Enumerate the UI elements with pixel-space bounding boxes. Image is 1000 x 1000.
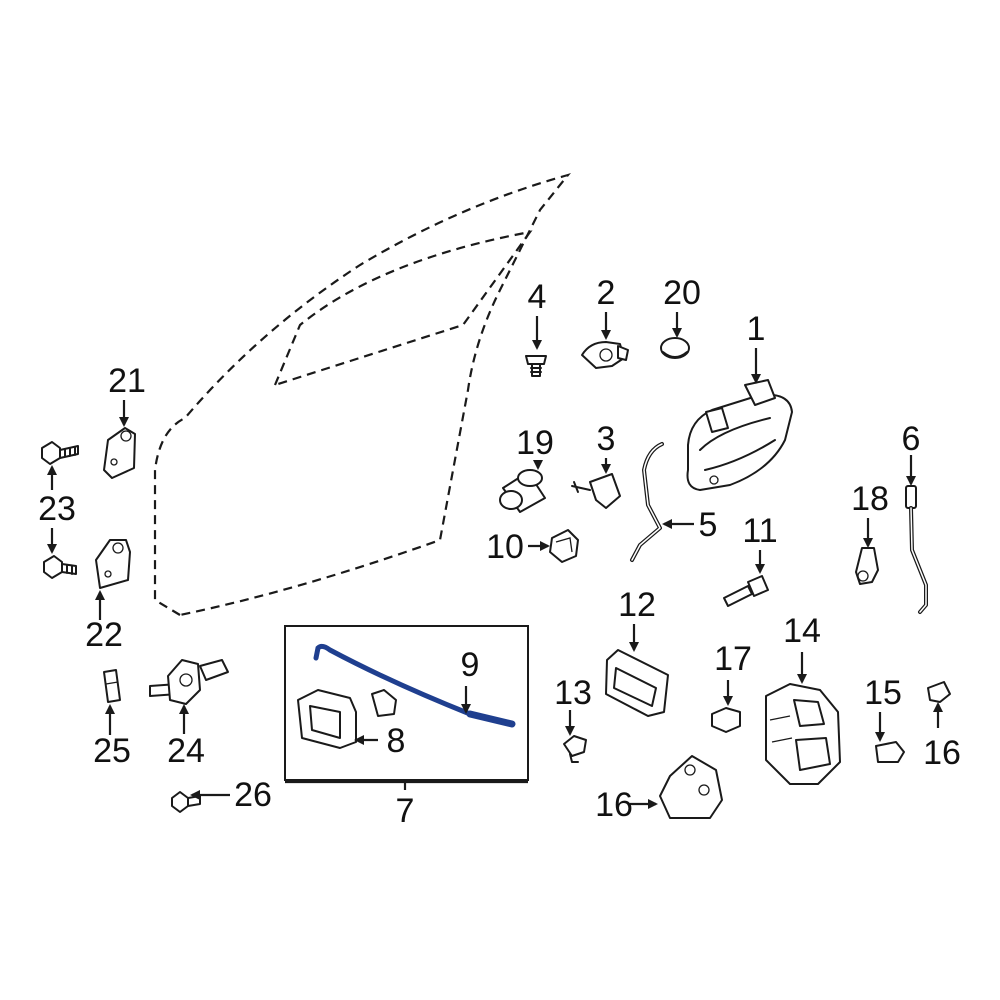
callout-8: 8: [387, 722, 406, 760]
part-22-lower-hinge[interactable]: [95, 539, 131, 589]
part-11-pin[interactable]: [723, 575, 769, 607]
part-14-latch[interactable]: [765, 683, 841, 785]
callout-7: 7: [396, 792, 415, 830]
part-24-check-arm[interactable]: [149, 659, 229, 705]
callout-16-bottom: 16: [595, 786, 633, 824]
part-17-bolt[interactable]: [711, 707, 741, 733]
part-5-rod[interactable]: [630, 442, 664, 562]
part-7-kit-box: [284, 625, 529, 781]
callout-23: 23: [38, 490, 76, 528]
callout-25: 25: [93, 732, 131, 770]
callout-11: 11: [742, 512, 777, 550]
callout-4: 4: [528, 278, 547, 316]
callout-labels: 4 2 20 1 19 3 5 10 6 18 11 21 23 22 25 2…: [38, 274, 961, 830]
callout-3: 3: [597, 420, 616, 458]
callout-26: 26: [234, 776, 272, 814]
part-8-actuator[interactable]: [297, 689, 397, 749]
callout-14: 14: [783, 612, 821, 650]
part-4-screw[interactable]: [525, 355, 547, 377]
part-21-upper-hinge[interactable]: [103, 427, 136, 479]
callout-2: 2: [597, 274, 616, 312]
part-6-rod[interactable]: [905, 485, 928, 614]
callout-17: 17: [714, 640, 752, 678]
part-18-clip[interactable]: [855, 547, 879, 585]
callout-9: 9: [461, 646, 480, 684]
callout-19: 19: [516, 424, 554, 462]
part-12-handle-bezel[interactable]: [605, 649, 669, 717]
callout-5: 5: [699, 506, 718, 544]
part-3-clip[interactable]: [571, 473, 621, 509]
leader-arrows: [47, 312, 943, 809]
part-9-cable[interactable]: [313, 643, 516, 728]
callout-21: 21: [108, 362, 146, 400]
callout-15: 15: [864, 674, 902, 712]
part-19-lock-cylinder[interactable]: [499, 469, 546, 513]
part-1-outside-handle[interactable]: [686, 379, 793, 491]
callout-22: 22: [85, 616, 123, 654]
part-16-striker[interactable]: [659, 755, 723, 819]
callout-1: 1: [747, 310, 766, 348]
callout-13: 13: [554, 674, 592, 712]
callout-18: 18: [851, 480, 889, 518]
door-outline: [153, 173, 571, 617]
callout-16-right: 16: [923, 734, 961, 772]
callout-6: 6: [902, 420, 921, 458]
callout-20: 20: [663, 274, 701, 312]
part-20-plug[interactable]: [660, 337, 690, 359]
part-13-screw[interactable]: [563, 735, 587, 763]
part-2-clip[interactable]: [581, 341, 629, 369]
part-15-bolt[interactable]: [875, 741, 905, 763]
part-23-bolt-upper[interactable]: [41, 441, 79, 465]
callout-12: 12: [618, 586, 656, 624]
callout-10: 10: [486, 528, 524, 566]
callout-24: 24: [167, 732, 205, 770]
part-25-bracket[interactable]: [103, 669, 121, 703]
part-23-bolt-lower[interactable]: [43, 555, 77, 579]
part-10-clip[interactable]: [549, 529, 579, 563]
part-16-screw-right[interactable]: [927, 681, 951, 703]
